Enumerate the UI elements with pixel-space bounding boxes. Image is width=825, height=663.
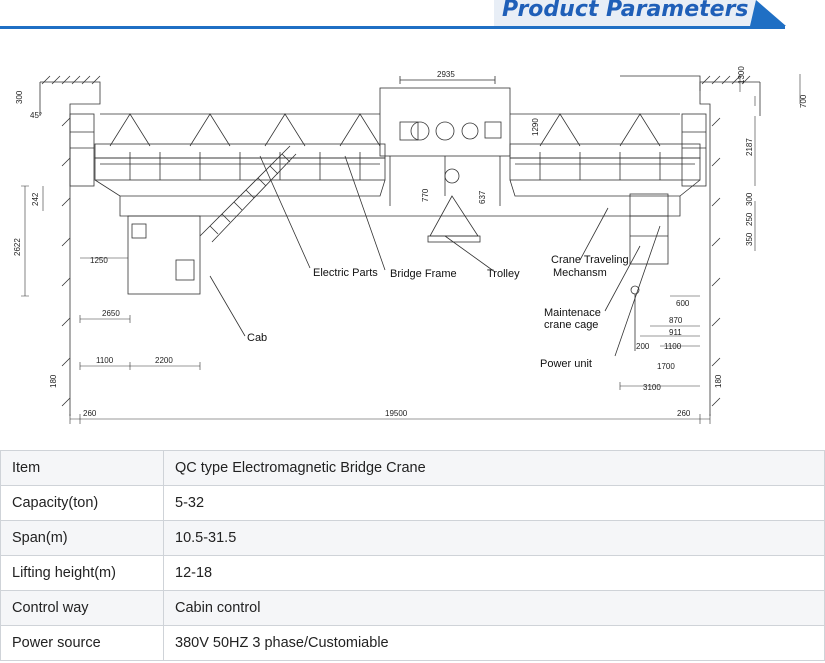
dim-911: 911 bbox=[669, 328, 682, 337]
dim-260-left: 260 bbox=[83, 409, 97, 418]
param-key: Power source bbox=[0, 625, 164, 661]
dim-200: 200 bbox=[636, 342, 650, 351]
label-crane-traveling-mechanism: Mechansm bbox=[553, 267, 607, 279]
page-title: Product Parameters bbox=[502, 0, 749, 22]
dim-2200: 2200 bbox=[155, 356, 173, 365]
table-row: Control way Cabin control bbox=[0, 590, 825, 626]
leader-lines bbox=[209, 155, 661, 357]
section-header: Product Parameters bbox=[0, 0, 825, 34]
dim-19500: 19500 bbox=[385, 409, 408, 418]
crane-diagram-svg: Electric Parts Bridge Frame Trolley Cran… bbox=[13, 66, 808, 424]
dim-1700: 1700 bbox=[657, 362, 675, 371]
param-value: 10.5-31.5 bbox=[163, 520, 825, 556]
dim-250: 250 bbox=[745, 212, 754, 226]
dim-700: 700 bbox=[799, 94, 808, 108]
param-value: Cabin control bbox=[163, 590, 825, 626]
dim-1100a: 1100 bbox=[96, 356, 114, 365]
dim-2187: 2187 bbox=[745, 138, 754, 156]
parameters-table: Item QC type Electromagnetic Bridge Cran… bbox=[0, 450, 825, 661]
dim-2935: 2935 bbox=[437, 70, 455, 79]
label-electric-parts: Electric Parts bbox=[313, 267, 378, 279]
table-row: Capacity(ton) 5-32 bbox=[0, 485, 825, 521]
dim-637: 637 bbox=[478, 190, 487, 204]
label-crane-traveling: Crane Traveling bbox=[551, 254, 629, 266]
dim-1100b: 1100 bbox=[664, 342, 682, 351]
roof-trusses bbox=[100, 113, 680, 147]
param-key: Control way bbox=[0, 590, 164, 626]
label-power-unit: Power unit bbox=[540, 358, 592, 370]
building-walls bbox=[39, 75, 761, 416]
header-rule bbox=[0, 26, 785, 29]
end-carriages bbox=[69, 113, 707, 187]
dim-2650: 2650 bbox=[102, 309, 120, 318]
bridge-girders bbox=[94, 143, 701, 217]
table-row: Power source 380V 50HZ 3 phase/Customiab… bbox=[0, 625, 825, 661]
param-value: 380V 50HZ 3 phase/Customiable bbox=[163, 625, 825, 661]
dim-180-left: 180 bbox=[49, 374, 58, 388]
dim-2622: 2622 bbox=[13, 238, 22, 256]
label-maintenance: Maintenace bbox=[544, 307, 601, 319]
label-cab: Cab bbox=[247, 332, 267, 344]
param-value: QC type Electromagnetic Bridge Crane bbox=[163, 450, 825, 486]
header-tab-shape bbox=[494, 0, 786, 26]
label-crane-cage: crane cage bbox=[544, 319, 598, 331]
crane-drawing: Electric Parts Bridge Frame Trolley Cran… bbox=[0, 36, 825, 436]
param-key: Lifting height(m) bbox=[0, 555, 164, 591]
param-key: Capacity(ton) bbox=[0, 485, 164, 521]
table-row: Item QC type Electromagnetic Bridge Cran… bbox=[0, 450, 825, 486]
dim-870: 870 bbox=[669, 316, 683, 325]
dim-180-right: 180 bbox=[714, 374, 723, 388]
dim-242: 242 bbox=[31, 192, 40, 206]
dim-770: 770 bbox=[421, 188, 430, 202]
maintenance-cage bbox=[629, 193, 669, 351]
dimension-lines bbox=[21, 74, 801, 424]
dim-1290: 1290 bbox=[531, 118, 540, 136]
dim-3100: 3100 bbox=[643, 383, 661, 392]
param-key: Item bbox=[0, 450, 164, 486]
param-value: 5-32 bbox=[163, 485, 825, 521]
dim-300: 300 bbox=[745, 192, 754, 206]
table-row: Span(m) 10.5-31.5 bbox=[0, 520, 825, 556]
dim-1300: 1300 bbox=[737, 66, 746, 84]
dim-600: 600 bbox=[676, 299, 690, 308]
table-row: Lifting height(m) 12-18 bbox=[0, 555, 825, 591]
label-trolley: Trolley bbox=[487, 268, 520, 280]
param-value: 12-18 bbox=[163, 555, 825, 591]
hook-magnet bbox=[427, 156, 481, 243]
label-bridge-frame: Bridge Frame bbox=[390, 268, 457, 280]
param-key: Span(m) bbox=[0, 520, 164, 556]
dim-1250: 1250 bbox=[90, 256, 108, 265]
dim-45-deg: 45° bbox=[30, 111, 42, 120]
cab-ladder bbox=[127, 145, 297, 295]
dim-260-right: 260 bbox=[677, 409, 691, 418]
dim-300-top: 300 bbox=[15, 90, 24, 104]
dim-350: 350 bbox=[745, 232, 754, 246]
